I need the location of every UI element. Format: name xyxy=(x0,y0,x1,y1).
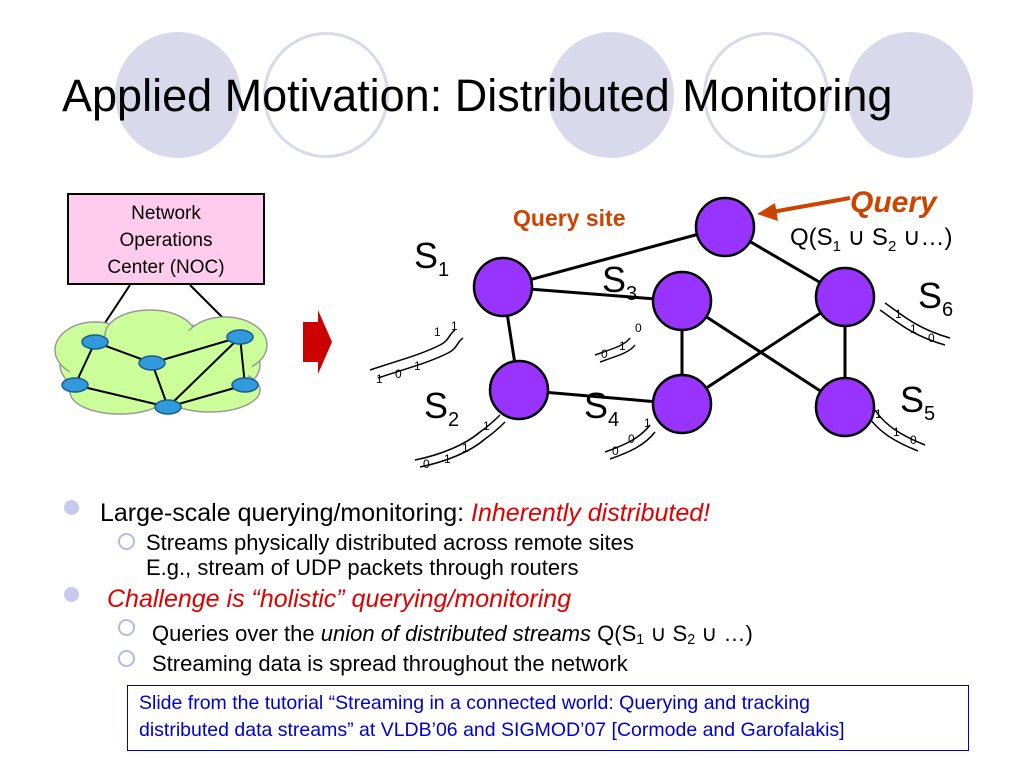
router-icon xyxy=(61,377,89,393)
noc-label-line: Center (NOC) xyxy=(107,257,225,278)
router-icon xyxy=(231,377,259,393)
query-expression: Q(S1 ∪ S2 ∪…) xyxy=(790,224,953,255)
sub-bullet-1-1: Streams physically distributed across re… xyxy=(146,530,634,580)
bit-label: 1 xyxy=(895,307,902,321)
network-cloud xyxy=(54,309,268,415)
sub-bullet-marker xyxy=(118,650,135,667)
noc-label-line: Operations xyxy=(119,230,213,251)
credit-line: Slide from the tutorial “Streaming in a … xyxy=(139,692,810,714)
bit-label: 1 xyxy=(893,425,900,439)
bullet-2: Challenge is “holistic” querying/monitor… xyxy=(107,585,572,613)
site-node-s6 xyxy=(814,266,876,328)
router-icon xyxy=(226,329,254,345)
bit-label: 0 xyxy=(628,432,635,446)
bit-label: 1 xyxy=(910,322,917,336)
bullet-marker xyxy=(64,500,79,515)
bit-label: 0 xyxy=(423,457,430,471)
bit-labels: 1 0 1 1 1 0 1 0 0 1 1 1 0 0 1 1 1 0 1 1 … xyxy=(376,307,935,471)
bit-label: 1 xyxy=(376,372,383,386)
decorative-circle xyxy=(703,32,829,158)
sub-bullet-marker xyxy=(118,619,135,636)
query-site-label: Query site xyxy=(513,205,626,231)
query-arrow-head xyxy=(757,203,778,221)
noc-label-line: Network xyxy=(131,203,201,224)
decorative-circle xyxy=(263,32,389,158)
credit-line: distributed data streams” at VLDB’06 and… xyxy=(139,719,845,741)
bit-label: 1 xyxy=(483,419,490,433)
credit-box: Slide from the tutorial “Streaming in a … xyxy=(127,685,969,751)
site-label-s3: S3 xyxy=(602,259,637,305)
site-label-s2: S2 xyxy=(424,385,459,431)
network-diagram: 1 0 1 1 1 0 1 0 0 1 1 1 0 0 1 1 1 0 1 1 … xyxy=(54,186,953,471)
site-node-s4 xyxy=(651,373,713,435)
router-icon xyxy=(138,355,166,371)
router-icon xyxy=(81,334,109,350)
arrow-icon xyxy=(303,310,332,374)
bit-label: 1 xyxy=(451,319,458,333)
bit-label: 1 xyxy=(434,325,441,339)
query-label: Query xyxy=(850,186,938,219)
site-label-s5: S5 xyxy=(900,379,935,425)
site-node-s5 xyxy=(814,376,876,438)
bullet-1-emphasis: Inherently distributed! xyxy=(471,499,711,527)
query-site-node xyxy=(694,196,756,258)
bit-label: 1 xyxy=(644,416,651,430)
bit-label: 1 xyxy=(462,441,469,455)
decorative-circle xyxy=(847,32,973,158)
query-arrow xyxy=(771,196,851,214)
site-node-s1 xyxy=(472,256,534,318)
site-node-s3 xyxy=(651,270,713,332)
bullet-marker xyxy=(64,587,79,602)
bit-label: 0 xyxy=(395,367,402,381)
bullet-1: Large-scale querying/monitoring: Inheren… xyxy=(100,499,711,527)
site-node-s2 xyxy=(488,359,550,421)
bit-label: 1 xyxy=(414,359,421,373)
sub-bullet-2-1: Queries over the union of distributed st… xyxy=(152,621,753,649)
slide-title: Applied Motivation: Distributed Monitori… xyxy=(62,70,893,121)
decorative-circle xyxy=(548,32,674,158)
bit-label: 1 xyxy=(875,407,882,421)
bit-label: 0 xyxy=(910,433,917,447)
sub-bullet-2-2: Streaming data is spread throughout the … xyxy=(152,651,628,676)
decorative-circle xyxy=(115,32,241,158)
stream-waves xyxy=(369,302,951,468)
router-icon xyxy=(154,399,182,415)
bit-label: 0 xyxy=(928,331,935,345)
site-label-s1: S1 xyxy=(414,235,449,281)
bit-label: 1 xyxy=(444,452,451,466)
site-label-s4: S4 xyxy=(584,385,619,431)
bit-label: 0 xyxy=(635,321,642,335)
bit-label: 0 xyxy=(601,347,608,361)
bit-label: 0 xyxy=(612,444,619,458)
bit-label: 1 xyxy=(619,339,626,353)
noc-box: Network Operations Center (NOC) xyxy=(67,193,265,285)
site-label-s6: S6 xyxy=(918,275,953,321)
sub-bullet-marker xyxy=(118,533,135,550)
